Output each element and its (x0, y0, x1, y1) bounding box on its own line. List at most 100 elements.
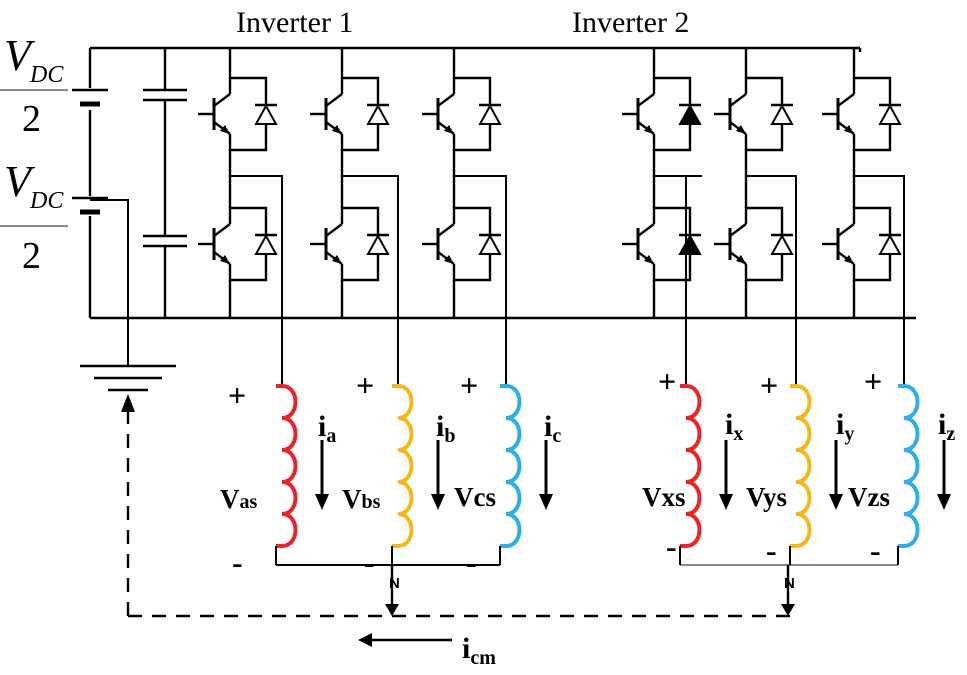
switch-frame (744, 254, 784, 282)
switch-frame (744, 124, 784, 152)
lower-switch-5 (714, 206, 794, 282)
igbt-collector (325, 93, 343, 107)
current-label-x: ix (725, 408, 743, 445)
current-arrow-head (539, 494, 553, 510)
diode-symbol (678, 233, 702, 255)
igbt-collector (437, 223, 455, 237)
upper-switch-1 (198, 76, 278, 152)
igbt-collector (325, 223, 343, 237)
igbt-arrow (844, 125, 854, 134)
voltage-label-b: Vbs (342, 484, 381, 514)
igbt-arrow (220, 125, 230, 134)
igbt-arrow (644, 125, 654, 134)
minus-sign-x: - (666, 528, 677, 564)
minus-sign-a: - (232, 544, 243, 580)
neutral-arrow-head-1 (385, 604, 399, 616)
svg-text:2: 2 (22, 98, 41, 140)
current-label-b: ib (436, 410, 455, 447)
igbt-arrow (736, 125, 746, 134)
igbt-arrow (644, 255, 654, 264)
svg-text:V: V (4, 157, 36, 206)
igbt-arrow (220, 255, 230, 264)
upper-switch-3 (422, 76, 502, 152)
voltage-label-c: Vcs (454, 482, 496, 512)
plus-sign-y: + (760, 367, 778, 403)
leg-output-tap (746, 175, 797, 318)
common-mode-arrow-up (121, 394, 135, 412)
winding-coil (505, 384, 522, 548)
midpoint-ground-wire (90, 199, 129, 366)
plus-sign-a: + (228, 377, 246, 413)
common-mode-current-label: icm (462, 632, 496, 669)
switch-frame (340, 254, 380, 282)
voltage-label-x: Vxs (642, 482, 686, 512)
switch-frame (652, 124, 692, 152)
upper-switch-5 (714, 76, 794, 152)
switch-frame (228, 254, 268, 282)
plus-sign-b: + (356, 367, 374, 403)
igbt-collector (213, 223, 231, 237)
plus-sign-z: + (864, 363, 882, 399)
winding-y (789, 318, 843, 565)
switch-legs (198, 76, 902, 282)
switch-frame (652, 254, 692, 282)
current-arrow-head (829, 494, 843, 510)
svg-text:DC: DC (29, 188, 64, 214)
igbt-collector (213, 93, 231, 107)
diode-symbol (478, 103, 502, 125)
igbt-collector (837, 93, 855, 107)
igbt-collector (729, 223, 747, 237)
winding-coil (903, 384, 920, 548)
dc-source-label-top: V DC 2 (0, 31, 68, 140)
igbt-arrow (332, 255, 342, 264)
inverter-1-title: Inverter 1 (236, 6, 353, 39)
switch-frame (652, 206, 692, 235)
plus-sign-x: + (658, 363, 676, 399)
leg-output-tap (342, 175, 399, 318)
minus-sign-c: - (466, 544, 477, 580)
diode-symbol (678, 103, 702, 125)
svg-text:V: V (4, 31, 36, 80)
igbt-collector (729, 93, 747, 107)
switch-frame (852, 206, 892, 235)
diode-symbol (366, 233, 390, 255)
diode-symbol (878, 233, 902, 255)
neutral-label-2: N (784, 575, 795, 592)
svg-text:DC: DC (29, 62, 64, 88)
leg-output-tap (854, 175, 905, 318)
voltage-label-y: Vys (746, 482, 787, 512)
common-mode-arrow-head (358, 633, 372, 647)
inverter-2-title: Inverter 2 (572, 6, 689, 39)
diode-symbol (366, 103, 390, 125)
igbt-arrow (444, 255, 454, 264)
switch-frame (340, 124, 380, 152)
minus-sign-b: - (364, 544, 375, 580)
winding-coil (281, 384, 298, 548)
winding-c (499, 318, 553, 565)
switch-frame (452, 254, 492, 282)
current-arrow-head (719, 494, 733, 510)
winding-coil (685, 384, 702, 548)
plus-sign-c: + (460, 367, 478, 403)
upper-switch-6 (822, 76, 902, 152)
winding-coil (397, 384, 414, 548)
current-arrow-head (431, 494, 445, 510)
diode-symbol (254, 233, 278, 255)
lower-switch-1 (198, 206, 278, 282)
neutral-arrow-head-2 (781, 604, 795, 616)
switch-frame (228, 76, 268, 105)
current-arrow-head (315, 494, 329, 510)
winding-a (275, 318, 329, 565)
igbt-collector (437, 93, 455, 107)
minus-sign-y: - (766, 532, 777, 568)
dc-source-label-bottom: V DC 2 (0, 157, 68, 277)
igbt-arrow (844, 255, 854, 264)
neutral-label-1: N (389, 575, 400, 592)
igbt-collector (837, 223, 855, 237)
igbt-arrow (332, 125, 342, 134)
minus-sign-z: - (870, 532, 881, 568)
voltage-label-z: Vzs (848, 482, 890, 512)
diode-symbol (878, 103, 902, 125)
